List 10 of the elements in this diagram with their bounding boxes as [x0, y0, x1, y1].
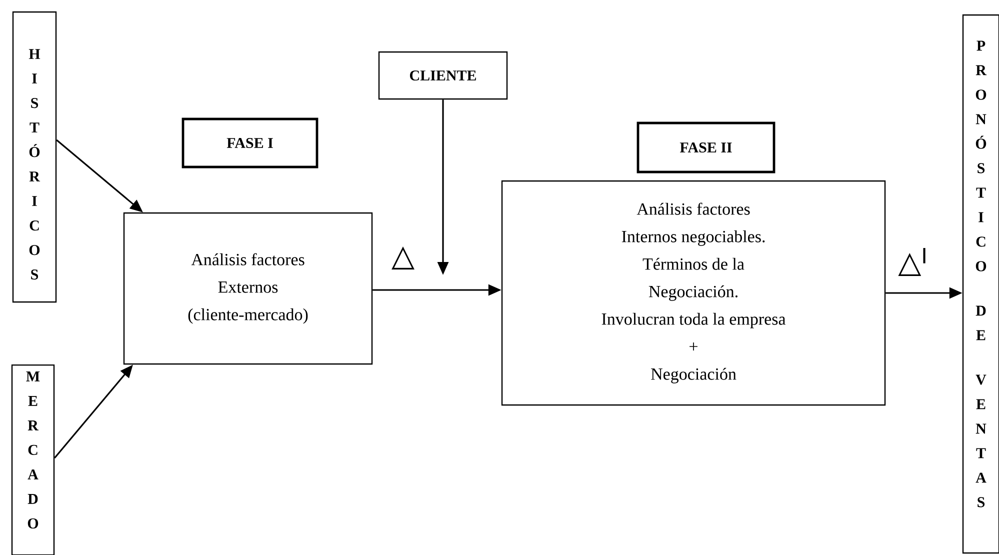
phase-box: FASE II — [636, 122, 776, 174]
edge-label: △ — [392, 246, 414, 270]
vertical-label-box: MERCADO — [11, 364, 55, 555]
process-box: Análisis factores Internos negociables. Términos de la Negociación. Involucran toda la empresa + Negociación — [501, 180, 886, 406]
process-box: Análisis factores Externos (cliente-mercado) — [123, 212, 373, 365]
edge-label: △$^{I}$ — [898, 248, 926, 276]
vertical-label-box: HISTÓRICOS — [12, 11, 57, 303]
vertical-label-box: PRONÓSTICO DE VENTAS — [962, 14, 999, 554]
phase-box: FASE I — [182, 118, 318, 168]
input-box: CLIENTE — [378, 51, 508, 100]
